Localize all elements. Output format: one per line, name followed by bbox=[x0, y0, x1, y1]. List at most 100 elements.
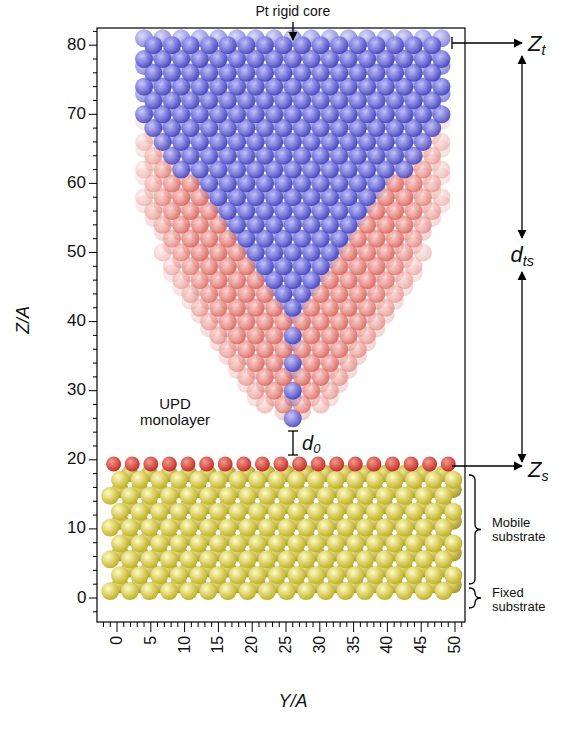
substrate-atom bbox=[248, 471, 266, 489]
substrate-atom bbox=[150, 534, 168, 552]
substrate-atom bbox=[317, 519, 335, 537]
substrate-atom bbox=[287, 503, 305, 521]
z-tick bbox=[93, 404, 97, 405]
x-tick bbox=[279, 622, 280, 627]
upd-atom bbox=[162, 456, 177, 471]
substrate-atom bbox=[229, 566, 247, 584]
substrate-atom bbox=[385, 471, 403, 489]
x-tick bbox=[346, 622, 347, 627]
axis-tick-label: 80 bbox=[67, 36, 86, 55]
substrate-atom bbox=[229, 503, 247, 521]
x-tick bbox=[306, 622, 307, 627]
substrate-atom bbox=[297, 582, 315, 600]
z-tick bbox=[93, 363, 97, 364]
x-tick bbox=[461, 622, 462, 627]
rigid-core-atom bbox=[256, 36, 274, 54]
upd-atom bbox=[311, 456, 326, 471]
axis-tick-label: 70 bbox=[67, 105, 86, 124]
substrate-atom bbox=[425, 503, 443, 521]
substrate-atom bbox=[131, 503, 149, 521]
substrate-atom bbox=[238, 519, 256, 537]
upd-atom bbox=[218, 456, 233, 471]
z-tick bbox=[93, 556, 97, 557]
substrate-atom bbox=[435, 582, 453, 600]
x-tick bbox=[340, 622, 341, 627]
z-tick bbox=[89, 598, 97, 599]
x-tick bbox=[407, 622, 408, 627]
substrate-atom bbox=[180, 519, 198, 537]
z-tick bbox=[89, 321, 97, 322]
substrate-atom bbox=[140, 519, 158, 537]
z-tick bbox=[93, 501, 97, 502]
z-tick bbox=[89, 459, 97, 460]
rigid-core-atom bbox=[274, 36, 292, 54]
substrate-atom bbox=[170, 471, 188, 489]
substrate-atom bbox=[297, 487, 315, 505]
substrate-atom bbox=[238, 582, 256, 600]
x-tick bbox=[427, 622, 428, 627]
z-tick bbox=[93, 128, 97, 129]
substrate-atom bbox=[111, 534, 129, 552]
substrate-atom bbox=[111, 503, 129, 521]
substrate-atom bbox=[395, 582, 413, 600]
substrate-atom bbox=[307, 566, 325, 584]
substrate-atom bbox=[307, 534, 325, 552]
substrate-atom bbox=[336, 487, 354, 505]
x-tick bbox=[238, 622, 239, 627]
dimension-symbol: dts bbox=[511, 243, 534, 267]
x-tick bbox=[225, 622, 226, 627]
axis-tick-label: 45 bbox=[412, 636, 430, 654]
substrate-atom bbox=[219, 487, 237, 505]
substrate-atom bbox=[317, 550, 335, 568]
substrate-atom bbox=[219, 550, 237, 568]
substrate-atom bbox=[121, 487, 139, 505]
substrate-atom bbox=[385, 534, 403, 552]
substrate-atom bbox=[356, 487, 374, 505]
x-tick bbox=[123, 622, 124, 627]
dts-arrow bbox=[521, 56, 522, 238]
z-tick bbox=[93, 432, 97, 433]
substrate-atom bbox=[307, 471, 325, 489]
substrate-atom bbox=[150, 503, 168, 521]
x-tick bbox=[367, 622, 368, 627]
rigid-core-atom bbox=[163, 36, 181, 54]
z-tick bbox=[93, 335, 97, 336]
z-tick bbox=[89, 114, 97, 115]
x-tick bbox=[157, 622, 158, 627]
rigid-core-atom bbox=[423, 36, 441, 54]
substrate-atom bbox=[376, 487, 394, 505]
substrate-atom bbox=[346, 471, 364, 489]
z-tick bbox=[93, 542, 97, 543]
substrate-atom bbox=[317, 582, 335, 600]
substrate-atom bbox=[297, 550, 315, 568]
upd-atom bbox=[236, 456, 251, 471]
rigid-core-atom bbox=[330, 36, 348, 54]
substrate-atom bbox=[258, 550, 276, 568]
z-tick bbox=[93, 611, 97, 612]
x-tick bbox=[137, 622, 138, 627]
d0-bar bbox=[292, 431, 293, 455]
z-tick bbox=[93, 211, 97, 212]
z-tick bbox=[93, 31, 97, 32]
substrate-atom bbox=[444, 471, 462, 489]
substrate-atom bbox=[199, 487, 217, 505]
upd-atom bbox=[143, 456, 158, 471]
rigid-core-atom bbox=[293, 36, 311, 54]
substrate-atom bbox=[121, 582, 139, 600]
substrate-atom bbox=[140, 582, 158, 600]
axis-tick-label: 0 bbox=[108, 636, 126, 645]
x-tick bbox=[218, 622, 219, 632]
substrate-atom bbox=[405, 534, 423, 552]
substrate-atom bbox=[287, 471, 305, 489]
z-tick bbox=[89, 45, 97, 46]
substrate-atom bbox=[356, 582, 374, 600]
substrate-atom bbox=[101, 550, 119, 568]
axis-tick-label: 15 bbox=[209, 636, 227, 654]
substrate-atom bbox=[150, 471, 168, 489]
x-tick bbox=[387, 622, 388, 632]
z-tick bbox=[93, 515, 97, 516]
zt-arrow bbox=[452, 42, 522, 43]
axis-tick-label: 30 bbox=[311, 636, 329, 654]
